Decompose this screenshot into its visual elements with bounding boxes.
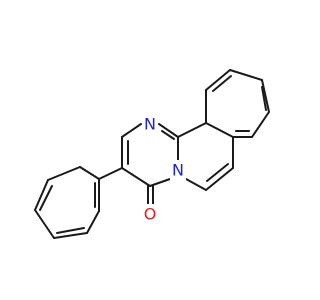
bond	[158, 123, 179, 138]
bond	[98, 167, 123, 180]
bond	[212, 75, 232, 92]
atom-label-n-bridge: N	[172, 161, 184, 180]
bond	[56, 227, 85, 234]
molecule-canvas: N N O	[34, 69, 270, 239]
oxygen-atom-carbonyl: O	[142, 204, 159, 224]
bond	[205, 122, 234, 138]
atom-label-layer: N N O	[142, 114, 186, 224]
bond	[39, 185, 53, 211]
bond	[161, 130, 175, 140]
bond	[121, 123, 142, 138]
bond	[34, 209, 55, 239]
bond	[261, 79, 270, 113]
atom-label-n-top: N	[144, 115, 156, 134]
bond	[251, 111, 270, 138]
bond	[206, 163, 229, 182]
bond	[79, 166, 100, 180]
bond	[261, 86, 267, 111]
bond	[229, 69, 263, 81]
bond-layer	[34, 69, 270, 239]
bond	[34, 179, 49, 211]
bond	[205, 167, 234, 191]
atom-label-o-carbonyl: O	[144, 205, 157, 224]
molecule-structure: N N O	[34, 69, 270, 239]
nitrogen-atom-bridge: N	[170, 160, 186, 180]
bond	[185, 178, 207, 191]
bond	[177, 122, 207, 138]
bond	[205, 69, 231, 91]
nitrogen-atom-top: N	[142, 114, 158, 134]
bond	[121, 167, 151, 187]
bond	[86, 210, 100, 234]
bond	[149, 178, 171, 187]
bond	[53, 232, 88, 239]
bond	[47, 166, 81, 181]
